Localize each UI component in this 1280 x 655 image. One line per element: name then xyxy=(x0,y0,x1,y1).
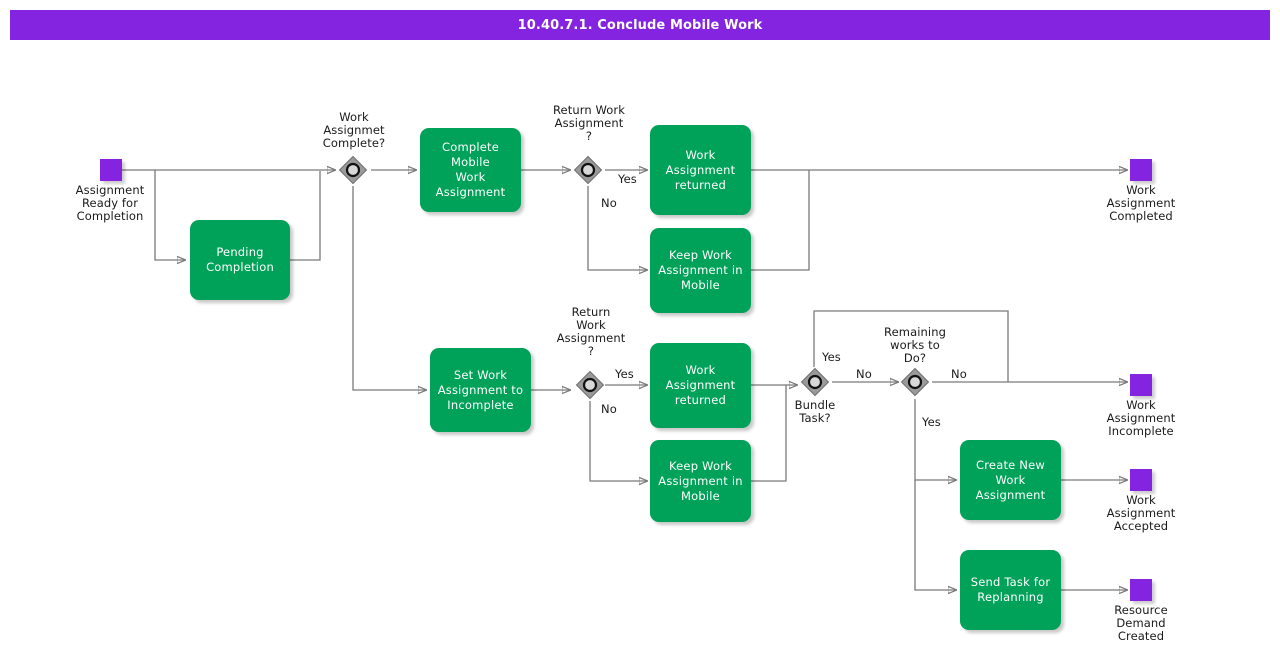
edge-pending-completion-to-gateway xyxy=(290,171,321,261)
gateway-return-work-assignment-top[interactable] xyxy=(573,155,603,185)
edge-label-return-top-yes: Yes xyxy=(618,172,637,186)
title-bar: 10.40.7.1. Conclude Mobile Work xyxy=(10,10,1270,40)
page-title: 10.40.7.1. Conclude Mobile Work xyxy=(517,17,763,33)
end-event-work-assignment-completed[interactable] xyxy=(1130,159,1152,181)
start-event-assignment-ready-for-completion[interactable] xyxy=(100,159,122,181)
edge-remaining-yes-create xyxy=(914,399,956,480)
edge-keep-top-to-completed xyxy=(751,170,810,271)
edge-gateway-to-set-incomplete xyxy=(352,186,426,390)
edge-label-bundle-yes: Yes xyxy=(822,350,841,364)
gateway-work-assignmet-complete[interactable] xyxy=(338,155,368,185)
edge-label-bundle-no: No xyxy=(856,367,872,381)
end-event-work-assignment-incomplete[interactable] xyxy=(1130,374,1152,396)
gateway-bundle-task[interactable] xyxy=(800,367,830,397)
edge-label-return-bottom-no: No xyxy=(601,402,617,416)
edge-label-return-top-no: No xyxy=(601,196,617,210)
edge-label-remaining-yes: Yes xyxy=(922,415,941,429)
gateway-remaining-works-to-do[interactable] xyxy=(900,367,930,397)
edge-return-bottom-no xyxy=(589,401,647,481)
gateway-return-work-assignment-bottom[interactable] xyxy=(575,370,605,400)
edge-remaining-yes-replanning xyxy=(914,480,956,590)
edge-label-return-bottom-yes: Yes xyxy=(615,367,634,381)
end-event-resource-demand-created[interactable] xyxy=(1130,579,1152,601)
end-event-work-assignment-accepted[interactable] xyxy=(1130,469,1152,491)
edge-return-top-no xyxy=(587,186,647,270)
edge-label-remaining-no: No xyxy=(951,367,967,381)
